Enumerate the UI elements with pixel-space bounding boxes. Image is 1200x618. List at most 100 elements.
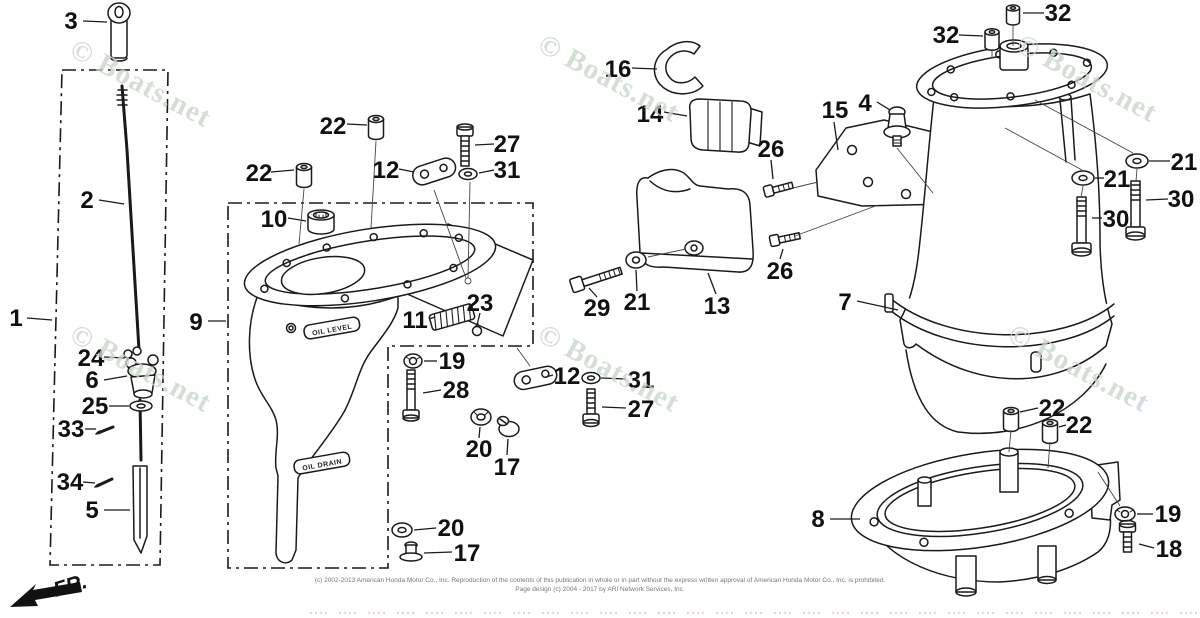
part-nut-19-center: [403, 353, 423, 369]
callout-19-center: 19: [439, 348, 466, 375]
part-washer-25: [129, 400, 153, 412]
part-bushing-32-left: [984, 28, 1000, 51]
callout-10: 10: [261, 206, 288, 233]
callout-21-mount: 21: [624, 289, 651, 316]
part-bushing-22-right-lower: [1041, 418, 1059, 445]
callout-27-top: 27: [494, 131, 521, 158]
part-rubber-mount-14: [688, 98, 763, 153]
fr-label: FR.: [51, 570, 90, 602]
callout-14: 14: [637, 101, 664, 128]
part-clamp-24: [123, 346, 142, 359]
part-spring-11: [428, 303, 476, 331]
callout-1: 1: [9, 305, 22, 332]
part-gear-case-9: [243, 223, 534, 564]
part-bolt-30-left: [1071, 196, 1092, 257]
callout-19-right: 19: [1155, 501, 1182, 528]
part-pin-23: [471, 323, 483, 337]
part-clip-16: [653, 40, 704, 95]
part-plate-12-top: [412, 157, 457, 186]
callout-12-top: 12: [373, 157, 400, 184]
callout-34: 34: [57, 469, 84, 496]
part-plug-17-lower: [399, 541, 423, 562]
callout-21-right-inner: 21: [1104, 166, 1131, 193]
part-bushing-22-top: [367, 114, 385, 141]
callout-17-upper: 17: [494, 454, 521, 481]
callout-13: 13: [704, 293, 731, 320]
callout-22-right-upper: 22: [1039, 395, 1066, 422]
leader-lines: [26, 12, 1170, 554]
part-fitting-4: [883, 106, 911, 147]
callout-32-right: 32: [1045, 0, 1072, 27]
part-bolt-28: [402, 369, 420, 422]
part-bolt-27-lower: [582, 388, 600, 428]
callout-30-right: 30: [1168, 186, 1195, 213]
part-extension-case-7: [884, 39, 1115, 435]
callout-29: 29: [584, 295, 611, 322]
callout-9: 9: [189, 309, 202, 336]
callout-15: 15: [822, 97, 849, 124]
callout-32-left: 32: [933, 22, 960, 49]
callout-4: 4: [858, 90, 872, 117]
part-bushing-22-right-upper: [1002, 406, 1020, 433]
part-washer-21-right-inner: [1071, 170, 1095, 186]
callout-21-right-outer: 21: [1171, 149, 1198, 176]
callout-16: 16: [605, 56, 632, 83]
callout-11: 11: [402, 307, 427, 334]
watermark-top-left: © Boats.net: [65, 33, 217, 134]
callout-2: 2: [80, 187, 93, 214]
copyright-line-2: Page design (c) 2004 - 2017 by ARI Netwo…: [515, 586, 685, 593]
callout-labels: 3 2 1 24 6 25 33 34 5 22 22 27 31 12 10 …: [9, 0, 1197, 567]
part-bolt-29: [569, 266, 623, 294]
callout-5: 5: [85, 497, 98, 524]
part-bolt-26-lower: [768, 231, 802, 248]
oil-level-stamp: OIL LEVEL: [303, 316, 361, 340]
part-washer-31-lower: [581, 371, 601, 385]
callout-12-lower: 12: [554, 363, 581, 390]
part-washer-21-right-outer: [1125, 153, 1149, 169]
callout-7: 7: [838, 289, 851, 316]
part-bushing-32-right: [1005, 4, 1021, 26]
callout-31-top: 31: [494, 157, 521, 184]
callout-24: 24: [78, 345, 105, 372]
part-washer-20-upper: [470, 408, 492, 426]
callout-22-top: 22: [320, 113, 347, 140]
callout-20-lower: 20: [438, 515, 465, 542]
callout-20-upper: 20: [466, 436, 493, 463]
part-bolt-27-top: [456, 123, 474, 167]
part-washer-31-top: [458, 167, 478, 181]
part-lower-case-8: [850, 447, 1121, 597]
callout-25: 25: [82, 393, 109, 420]
callout-26-lower: 26: [767, 258, 794, 285]
part-washer-21-mount: [625, 251, 647, 269]
part-plug-17-upper: [496, 415, 520, 438]
part-plate-12-lower: [513, 365, 558, 391]
part-bolt-18: [1118, 519, 1137, 553]
part-bolt-30-right: [1125, 180, 1146, 241]
callout-22-right-lower: 22: [1066, 412, 1093, 439]
part-pin-34: [94, 477, 114, 488]
part-pin-3: [107, 2, 131, 62]
callout-28: 28: [443, 377, 470, 404]
part-gauge-blade-5: [132, 465, 148, 554]
copyright-line-1: (c) 2002-2013 American Honda Motor Co., …: [315, 577, 886, 584]
callout-22-left: 22: [246, 160, 273, 187]
part-washer-20-lower: [391, 522, 413, 538]
callout-8: 8: [811, 506, 824, 533]
part-bushing-22-left: [295, 162, 313, 189]
part-nut-19-right: [1114, 506, 1136, 522]
callout-18: 18: [1156, 536, 1183, 563]
left-dashdot-box: [49, 69, 169, 566]
center-dashdot-box: [227, 202, 534, 569]
oil-drain-stamp: OIL DRAIN: [293, 451, 351, 475]
part-grommet-6: [125, 354, 159, 399]
callout-26-upper: 26: [758, 136, 785, 163]
part-bolt-26-upper: [762, 181, 795, 198]
callout-30-left: 30: [1103, 206, 1130, 233]
callout-31-lower: 31: [628, 367, 655, 394]
callout-17-lower: 17: [454, 540, 481, 567]
part-pin-33: [95, 425, 115, 435]
callout-6: 6: [85, 367, 98, 394]
callout-23: 23: [467, 290, 494, 317]
front-direction-arrow: FR.: [10, 570, 90, 607]
